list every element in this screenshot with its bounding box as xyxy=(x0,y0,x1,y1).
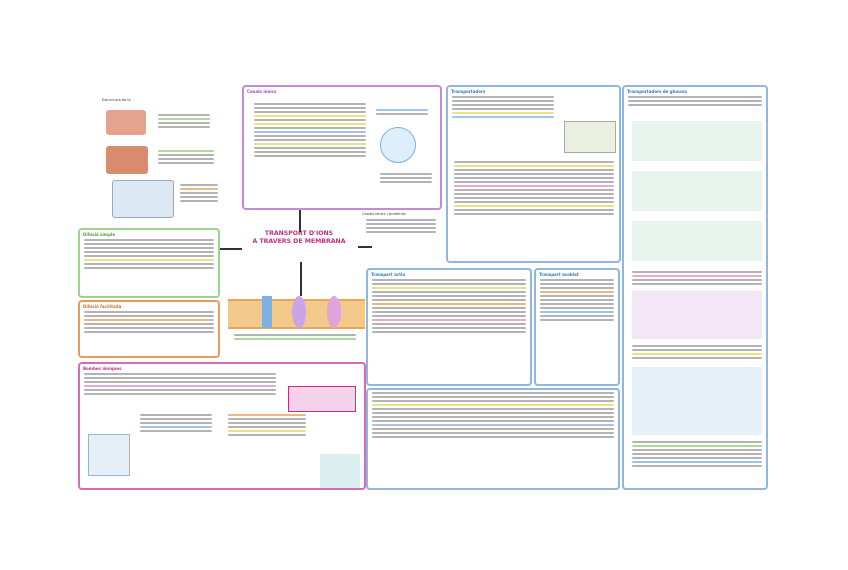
cell-diagram xyxy=(380,127,416,163)
main-title-line1: TRANSPORT D'IONS xyxy=(264,230,334,237)
tissue-illustration xyxy=(106,146,148,174)
connector-top xyxy=(299,210,301,232)
connector-bottom xyxy=(300,262,302,296)
right-box: Transportadors de glucosa xyxy=(622,85,768,490)
table-heading: Canals iònics xyxy=(247,89,277,94)
facilitated-heading: Difusió facilitada xyxy=(83,304,122,309)
carriers-box: Transportadors xyxy=(446,85,621,263)
channels-heading: Canals iònics i proteïnes xyxy=(362,212,406,216)
channel-protein-illustration xyxy=(288,386,356,412)
glut-diagram-1 xyxy=(632,121,762,161)
bottom-box xyxy=(366,388,620,490)
active-heading: Transport actiu xyxy=(371,272,406,277)
pump-protein xyxy=(327,296,341,328)
atpase-illustration xyxy=(320,454,360,488)
pump-diagram xyxy=(88,434,130,476)
main-title-line2: A TRAVERS DE MEMBRANA xyxy=(252,237,346,245)
diffusion-box: Difusió simple xyxy=(78,228,220,298)
connector-right xyxy=(358,246,372,248)
glut-diagram-3 xyxy=(632,221,762,261)
connector-left xyxy=(220,248,242,250)
cotransport-diagram xyxy=(632,367,762,435)
membrane-illustration xyxy=(112,180,174,218)
sglt-diagram xyxy=(632,291,762,339)
symport-box: Transport acoblat xyxy=(534,268,620,386)
carrier-protein xyxy=(292,296,306,328)
channel-protein xyxy=(262,296,272,328)
right-heading: Transportadors de glucosa xyxy=(627,89,687,94)
pumps-box: Bombes iòniques xyxy=(78,362,366,490)
cells-heading: Estructura de la xyxy=(102,98,131,102)
transporter-illustration xyxy=(564,121,616,153)
ion-table-box: Canals iònics xyxy=(242,85,442,210)
carriers-heading: Transportadors xyxy=(451,89,486,94)
diffusion-heading: Difusió simple xyxy=(83,232,116,237)
symport-heading: Transport acoblat xyxy=(539,272,579,277)
epithelium-illustration xyxy=(106,110,146,135)
pumps-heading: Bombes iòniques xyxy=(83,366,122,371)
active-box: Transport actiu xyxy=(366,268,532,386)
glut-diagram-2 xyxy=(632,171,762,211)
main-title: TRANSPORT D'IONS A TRAVERS DE MEMBRANA xyxy=(240,230,358,245)
channels-note: Canals iònics i proteïnes xyxy=(362,212,440,235)
cells-section: Estructura de la xyxy=(96,98,226,223)
facilitated-box: Difusió facilitada xyxy=(78,300,220,358)
